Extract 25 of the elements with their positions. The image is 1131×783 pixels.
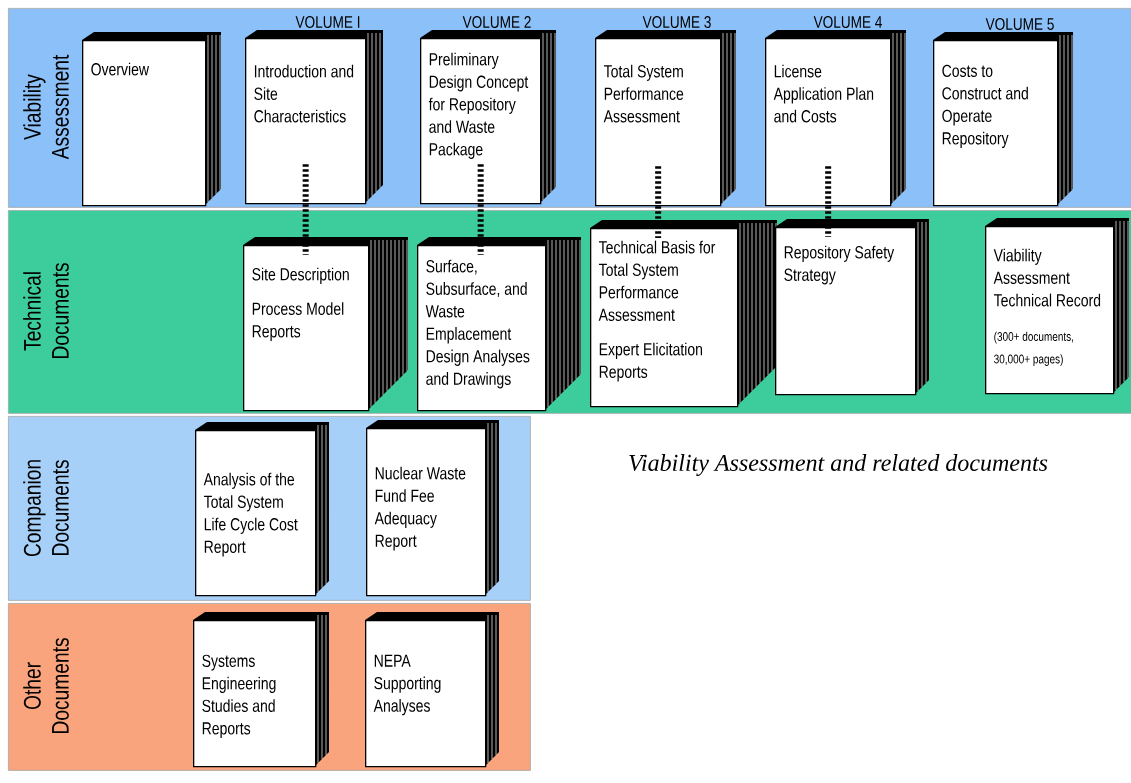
- document-stack: Overview: [82, 32, 221, 207]
- volume-label: VOLUME 4: [813, 15, 882, 28]
- document-stack: Total System Performance Assessment: [595, 30, 736, 207]
- connector: [655, 166, 662, 238]
- volume-label: VOLUME 5: [985, 17, 1054, 30]
- caption: Viability Assessment and related documents: [629, 454, 1048, 476]
- document-stack: License Application Plan and Costs: [765, 30, 906, 207]
- volume-label: VOLUME I: [295, 15, 360, 28]
- document-stack: Site Description Process Model Reports: [243, 237, 408, 412]
- document-stack: Analysis of the Total System Life Cycle Cost Report: [195, 422, 329, 597]
- connector: [302, 164, 309, 255]
- document-stack: Technical Basis for Total System Performance Assessment Expert Elicitation Reports: [590, 220, 777, 408]
- document-stack: Surface, Subsurface, and Waste Emplacement Design Analyses and Drawings: [417, 237, 581, 412]
- document-stack: Introduction and Site Characteristics: [245, 30, 383, 205]
- document-stack: Repository Safety Strategy: [775, 219, 929, 396]
- connector: [825, 166, 832, 237]
- volume-label: VOLUME 3: [642, 15, 711, 28]
- document-stack: Preliminary Design Concept for Repository and Waste Package: [420, 30, 556, 205]
- volume-label: VOLUME 2: [462, 15, 531, 28]
- connector: [477, 164, 484, 255]
- document-stack: Nuclear Waste Fund Fee Adequacy Report: [366, 420, 499, 597]
- document-stack: Costs to Construct and Operate Repository: [933, 32, 1073, 207]
- document-stack: Viability Assessment Technical Record (300+ documents, 30,000+ pages): [985, 218, 1129, 395]
- document-stack: NEPA Supporting Analyses: [365, 612, 499, 768]
- document-stack: Systems Engineering Studies and Reports: [193, 612, 329, 768]
